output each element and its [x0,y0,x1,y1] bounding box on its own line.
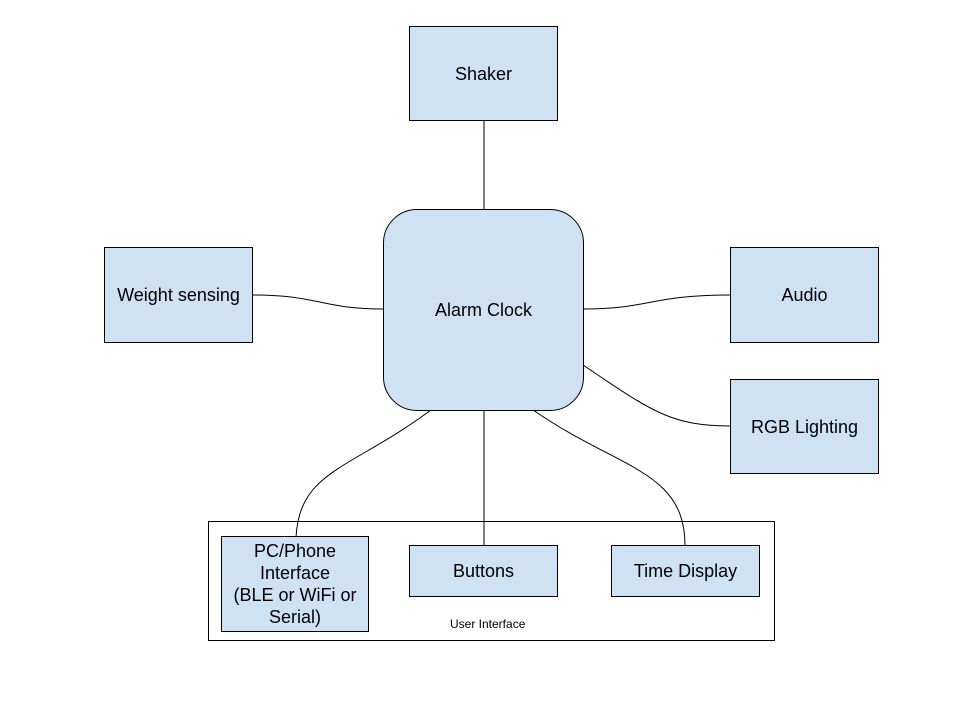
alarm-clock-node: Alarm Clock [383,209,584,411]
rgb-lighting-node: RGB Lighting [730,379,879,474]
pc-phone-interface-node: PC/Phone Interface (BLE or WiFi or Seria… [221,536,369,632]
connector-rgb-lighting [582,364,731,427]
buttons-node: Buttons [409,545,558,597]
weight-sensing-node: Weight sensing [104,247,253,343]
user-interface-label: User Interface [450,617,526,631]
connector-audio [582,294,731,310]
connector-pc-phone [295,409,432,538]
shaker-node: Shaker [409,26,558,121]
user-interface-group [208,521,775,641]
audio-node: Audio [730,247,879,343]
connector-weight-sensing [251,294,385,310]
connector-time-display [532,409,686,547]
time-display-node: Time Display [611,545,760,597]
